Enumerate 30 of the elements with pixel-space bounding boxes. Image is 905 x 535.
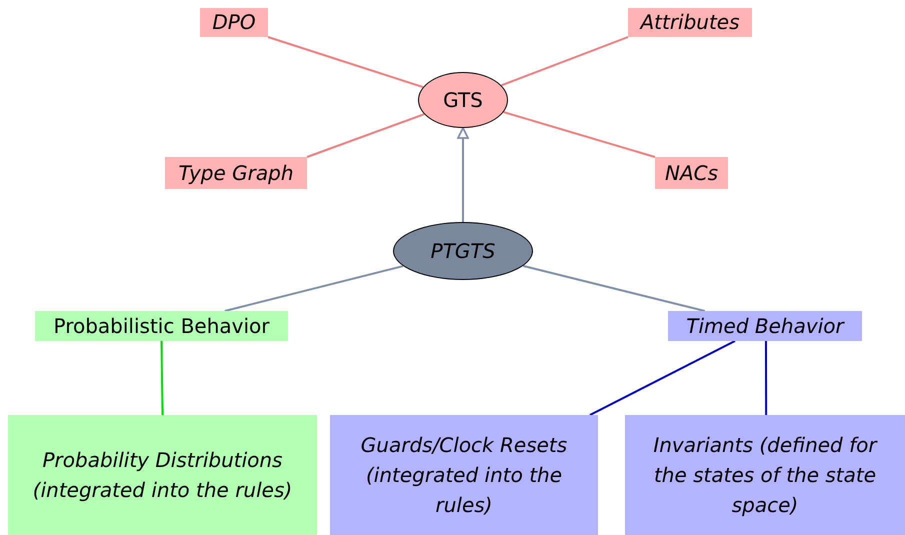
connector-line	[160, 340, 164, 416]
text-box	[625, 415, 905, 535]
node-text: Type Graph	[178, 160, 294, 186]
text-box	[8, 415, 317, 535]
node-text: DPO	[212, 10, 256, 35]
connector-line	[268, 36, 424, 88]
node-text: PTGTS	[430, 238, 496, 264]
node-text: GTS	[443, 88, 483, 112]
label-box	[165, 157, 307, 189]
label-box	[668, 311, 862, 341]
connector-line	[590, 340, 736, 416]
arrow	[457, 127, 469, 222]
connector-line	[501, 36, 628, 86]
text-box	[330, 415, 598, 535]
connector-line	[306, 113, 425, 158]
label-box	[655, 157, 728, 189]
connector-line	[522, 264, 706, 312]
connector-line	[224, 265, 404, 312]
node-text: Attributes	[640, 10, 740, 35]
connector-line	[503, 111, 656, 158]
label-box	[35, 311, 288, 341]
node-text: Invariants (defined for the states of the state space)	[652, 432, 879, 519]
label-box	[628, 8, 752, 37]
node-text: Timed Behavior	[686, 314, 844, 338]
node-text: Guards/Clock Resets (integrated into the rules)	[360, 432, 568, 519]
node-text: NACs	[664, 160, 718, 186]
node-text: Probability Distributions (integrated into the rules)	[32, 447, 294, 504]
node-text: Probabilistic Behavior	[53, 314, 270, 338]
label-box	[200, 8, 268, 37]
connector-line	[764, 341, 768, 415]
